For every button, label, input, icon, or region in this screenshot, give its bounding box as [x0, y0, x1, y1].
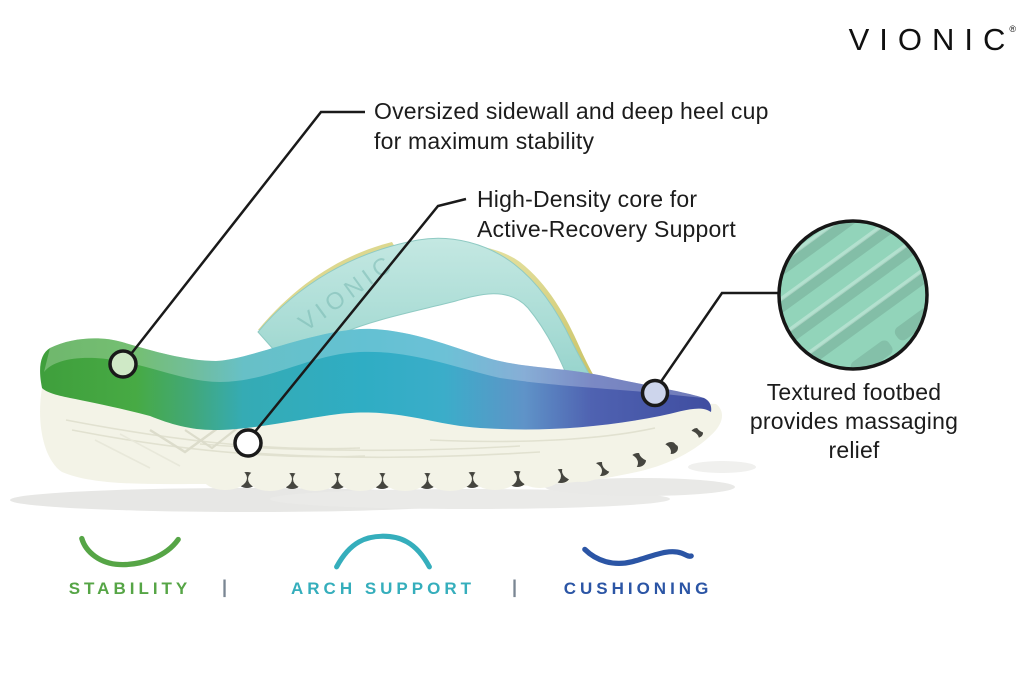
heel-marker: [108, 349, 138, 379]
feature-arch-support-label: ARCH SUPPORT: [290, 579, 475, 598]
footbed-marker: [640, 378, 670, 408]
callout-core-text: High-Density core for Active-Recovery Su…: [477, 186, 736, 242]
brand-logo: VIONIC®: [826, 22, 1016, 58]
feature-row: STABILITY | ARCH SUPPORT | CUSHIONING: [0, 527, 780, 607]
callout-footbed-text: Textured footbed provides massaging reli…: [749, 379, 959, 463]
feature-cushioning-label: CUSHIONING: [563, 579, 713, 598]
feature-stability: STABILITY: [50, 527, 210, 599]
midsole-top-highlight: [44, 328, 704, 398]
callout-heel-text: Oversized sidewall and deep heel cup for…: [374, 98, 769, 154]
ground-shadow: [10, 461, 756, 512]
outsole-tread-texture: [65, 419, 656, 469]
leader-line-footbed: [658, 291, 779, 384]
footbed-texture-inset: [777, 219, 929, 371]
feature-separator: |: [222, 577, 228, 597]
feature-cushioning: CUSHIONING: [532, 527, 744, 599]
feature-separator: |: [512, 577, 518, 597]
cushioning-wave-icon: [581, 527, 695, 571]
feature-stability-label: STABILITY: [68, 579, 192, 598]
stability-curve-icon: [77, 527, 183, 571]
leader-lines: [130, 110, 779, 434]
leader-line-core: [253, 197, 467, 434]
midsole-gradient-band: [40, 328, 712, 430]
registered-mark: ®: [1009, 24, 1016, 34]
outsole: [40, 388, 722, 491]
feature-arch-support: ARCH SUPPORT: [252, 527, 514, 599]
leader-line-heel: [130, 110, 365, 355]
outsole-lugs: [203, 415, 718, 491]
arch-curve-icon: [332, 527, 434, 571]
callout-markers: [108, 349, 670, 458]
brand-logo-text: VIONIC: [848, 22, 1016, 57]
core-marker: [233, 428, 263, 458]
